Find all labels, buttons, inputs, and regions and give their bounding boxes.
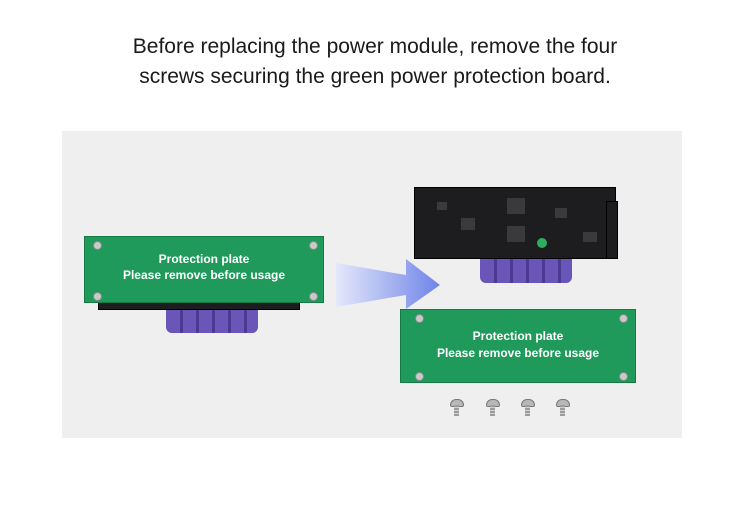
caption-line-1: Before replacing the power module, remov… [132,35,618,58]
left-plate-label-2: Please remove before usage [122,268,286,282]
direction-arrow-icon [336,259,440,309]
product-photo: Protection plate Please remove before us… [62,131,682,438]
black-pcb [414,187,616,259]
removed-protection-plate: Protection plate Please remove before us… [400,309,636,383]
left-screw-hole-br [309,292,318,301]
right-plate-label-2: Please remove before usage [436,346,600,360]
screw-icon [482,399,502,417]
screw-icon [552,399,572,417]
right-screw-hole-tl [415,314,424,323]
black-pcb-connector [606,201,618,259]
screw-icon [517,399,537,417]
left-screw-hole-tl [93,241,102,250]
caption-line-2: screws securing the green power protecti… [139,65,611,88]
right-screw-hole-bl [415,372,424,381]
left-screw-hole-bl [93,292,102,301]
right-screw-hole-tr [619,314,628,323]
instruction-caption: Before replacing the power module, remov… [0,32,750,92]
screw-icon [446,399,466,417]
right-screw-hole-br [619,372,628,381]
left-plate-label-1: Protection plate [158,252,250,266]
left-screw-hole-tr [309,241,318,250]
right-plate-label-1: Protection plate [472,329,564,343]
left-protection-plate: Protection plate Please remove before us… [84,236,324,303]
